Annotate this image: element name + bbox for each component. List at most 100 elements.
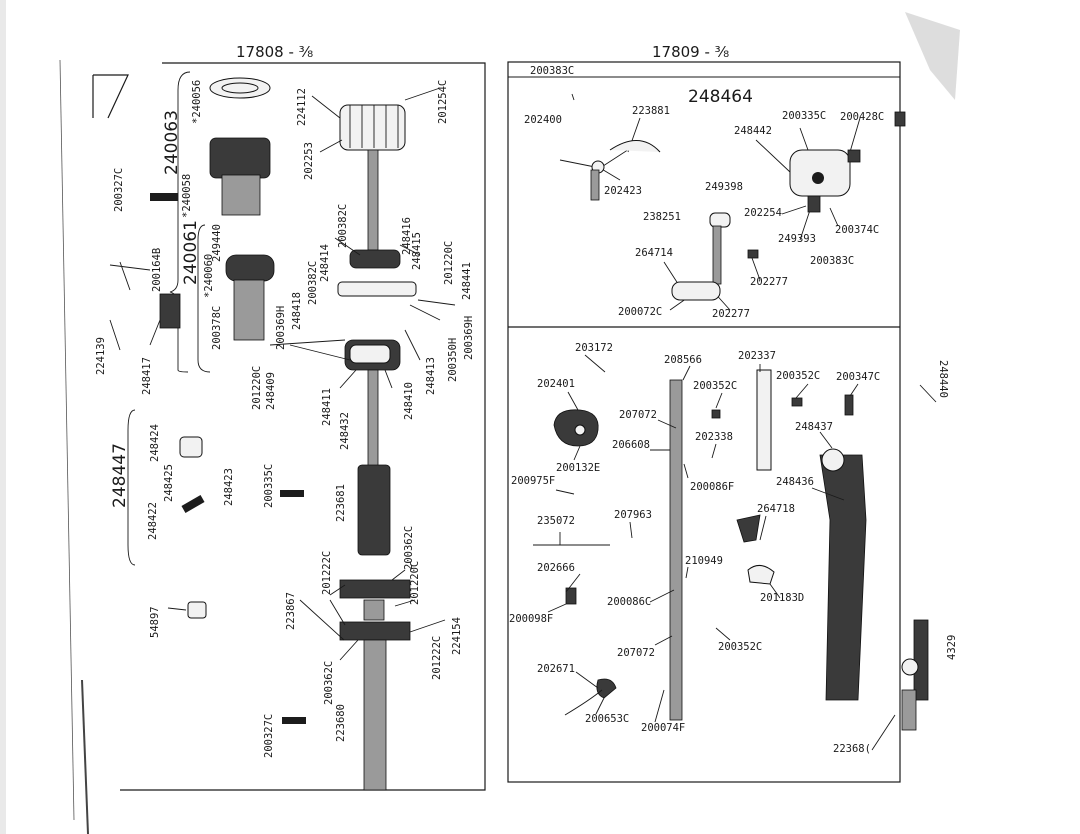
- label-248411: 248411: [321, 388, 333, 426]
- assembly-240063: 240063: [162, 110, 182, 175]
- label-249393: 249393: [778, 233, 816, 245]
- label-200382c-b: 200382C: [307, 261, 319, 305]
- right-top-subpanel: 200383C 248464 202400 223881 200335C 200…: [524, 65, 906, 320]
- gear-201222c-lower: [339, 621, 411, 641]
- label-207072-a: 207072: [619, 409, 657, 421]
- cover-223881: [609, 140, 661, 153]
- left-panel: 17808 - ³⁄₈ 240063 240061 248447: [92, 43, 486, 791]
- label-201220c-mid: 201220C: [251, 366, 263, 410]
- label-248425: 248425: [163, 464, 175, 502]
- label-264718: 264718: [757, 503, 795, 515]
- label-200335c: 200335C: [782, 110, 826, 122]
- right-bottom-subpanel: 203172 208566 202337 200352C 200347C 202…: [509, 342, 929, 734]
- corner-mark-icon: [92, 74, 129, 119]
- label-248418: 248418: [291, 292, 303, 330]
- bushing-54897: [187, 601, 207, 619]
- label-248413: 248413: [425, 357, 437, 395]
- label-202423: 202423: [604, 185, 642, 197]
- label-200369h-b: 200369H: [463, 316, 475, 360]
- label-200074f: 200074F: [641, 722, 685, 734]
- label-200132e: 200132E: [556, 462, 600, 474]
- label-54897: 54897: [149, 606, 161, 638]
- label-201222c-b: 201222C: [431, 636, 443, 680]
- label-200350h: 200350H: [447, 338, 459, 382]
- label-248409: 248409: [265, 372, 277, 410]
- label-200347c: 200347C: [836, 371, 880, 383]
- label-248442: 248442: [734, 125, 772, 137]
- screw-200347c: [844, 394, 854, 416]
- label-238251: 238251: [643, 211, 681, 223]
- part-238251: [709, 212, 731, 228]
- label-248437: 248437: [795, 421, 833, 433]
- label-200362c-a: 200362C: [403, 526, 415, 570]
- label-249440: 249440: [211, 224, 223, 262]
- right-panel: 17809 - ³⁄₈ 200383C 248464 202400 223881…: [507, 43, 958, 783]
- assembly-248464: 248464: [688, 87, 753, 107]
- bracket-240061: [197, 224, 211, 373]
- label-200352c-b: 200352C: [693, 380, 737, 392]
- bushing-240060-sleeve: [233, 279, 265, 341]
- label-200327c-top: 200327C: [113, 168, 125, 212]
- label-200975f: 200975F: [511, 475, 555, 487]
- label-240060: *240060: [203, 254, 215, 298]
- needle-bar-207072: [669, 379, 683, 721]
- label-201220c-top: 201220C: [443, 241, 455, 285]
- label-201183d: 201183D: [760, 592, 804, 604]
- label-200653c: 200653C: [585, 713, 629, 725]
- label-200086f: 200086F: [690, 481, 734, 493]
- label-201220c-b: 201220C: [409, 561, 421, 605]
- part-264718: [736, 514, 761, 543]
- label-200164b: 200164B: [151, 248, 163, 292]
- label-224112: 224112: [296, 88, 308, 126]
- bushing-240060: [225, 254, 275, 282]
- lever-248436: [819, 454, 867, 701]
- label-203172: 203172: [575, 342, 613, 354]
- label-202337: 202337: [738, 350, 776, 362]
- bar-202337: [756, 369, 772, 471]
- left-panel-frame: [120, 62, 486, 791]
- label-200352c-c: 200352C: [718, 641, 762, 653]
- label-264714: 264714: [635, 247, 673, 259]
- label-200327c-bottom: 200327C: [263, 714, 275, 758]
- label-248436: 248436: [776, 476, 814, 488]
- label-202277-b: 202277: [712, 308, 750, 320]
- shaft-upper: [367, 149, 379, 251]
- bushing-248424: [179, 436, 203, 458]
- assembly-248447: 248447: [110, 443, 130, 508]
- label-200086c: 200086C: [607, 596, 651, 608]
- label-202671: 202671: [537, 663, 575, 675]
- spring-248425: [181, 495, 205, 513]
- scan-corner-top-right: [905, 12, 960, 100]
- pin-202423: [590, 169, 600, 201]
- screw-200327c: [150, 193, 178, 201]
- right-panel-frame: [507, 61, 901, 783]
- screw-200335c: [280, 490, 304, 497]
- bushing-240058: [209, 137, 271, 179]
- shaft-middle: [367, 369, 379, 471]
- label-200362c-b: 200362C: [323, 661, 335, 705]
- label-248441: 248441: [461, 262, 473, 300]
- gear-201222c: [339, 579, 411, 599]
- label-200378c: 200378C: [211, 306, 223, 350]
- label-223686: 22368(: [833, 743, 871, 755]
- clamp-200653c: [596, 678, 617, 699]
- label-200428c: 200428C: [840, 111, 884, 123]
- label-248424: 248424: [149, 424, 161, 462]
- label-248423: 248423: [223, 468, 235, 506]
- label-248432: 248432: [339, 412, 351, 450]
- sleeve-223681: [357, 464, 391, 556]
- pivot-248437: [821, 448, 845, 472]
- label-210949: 210949: [685, 555, 723, 567]
- label-202666: 202666: [537, 562, 575, 574]
- label-223680: 223680: [335, 704, 347, 742]
- label-248417: 248417: [141, 357, 153, 395]
- label-200383c-top: 200383C: [530, 65, 574, 77]
- label-248440: 248440: [937, 360, 949, 398]
- label-200369h-a: 200369H: [275, 306, 287, 350]
- label-207963: 207963: [614, 509, 652, 521]
- label-4329: 4329: [946, 635, 958, 660]
- label-200382c-a: 200382C: [337, 204, 349, 248]
- label-249398: 249398: [705, 181, 743, 193]
- label-248410: 248410: [403, 382, 415, 420]
